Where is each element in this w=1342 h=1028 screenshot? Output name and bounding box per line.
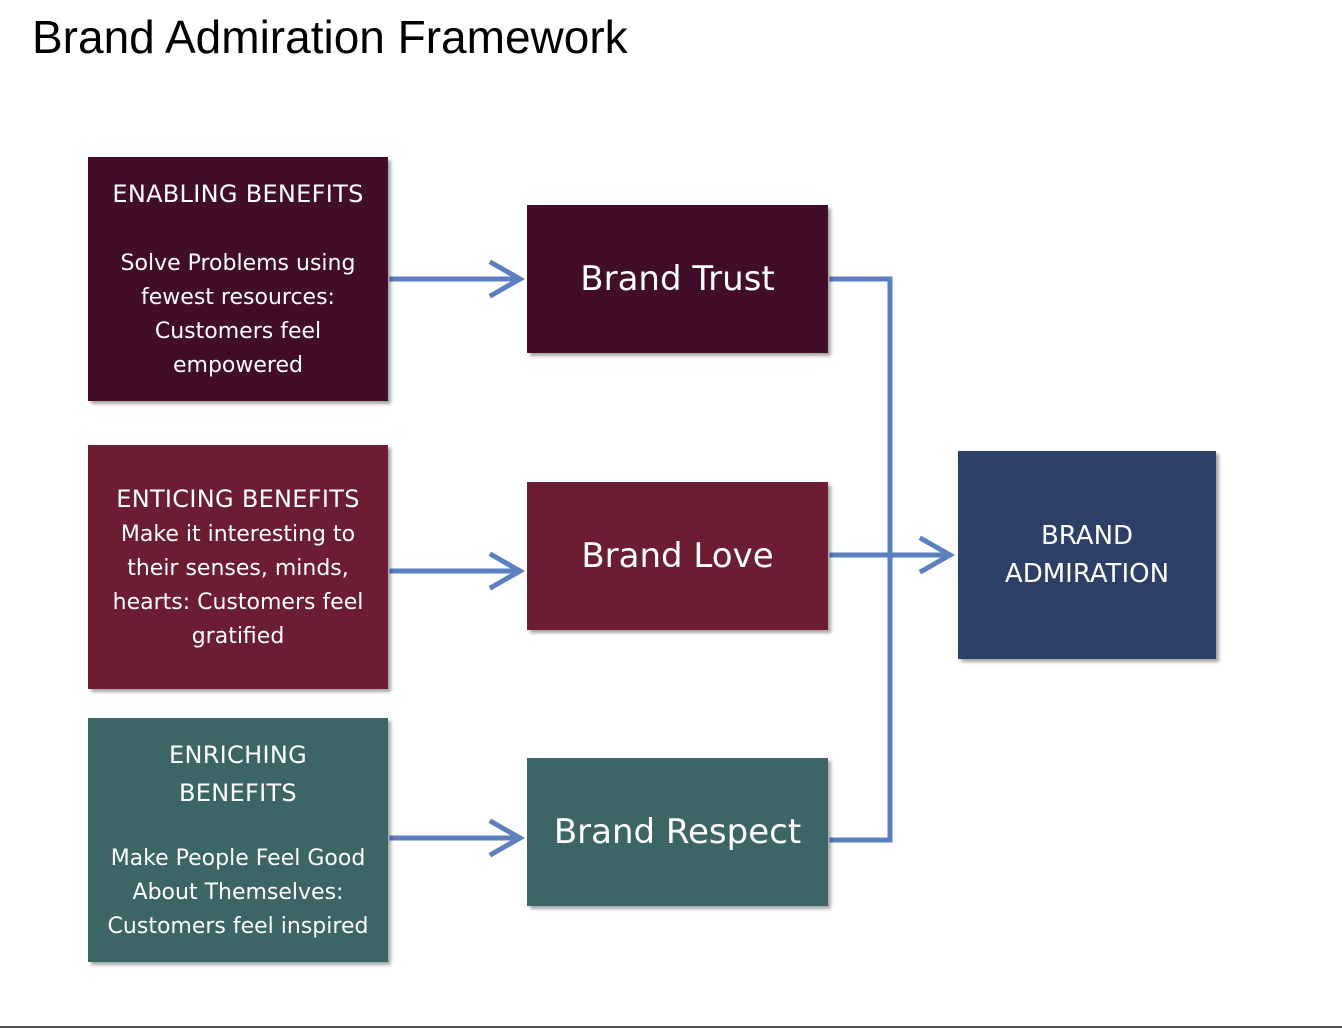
brand-admiration-label: BRAND ADMIRATION bbox=[1004, 521, 1170, 589]
brand-love-label: Brand Love bbox=[581, 536, 774, 576]
page-title: Brand Admiration Framework bbox=[32, 11, 628, 63]
enriching-benefits-description: Make People Feel Good About Themselves: … bbox=[107, 846, 369, 939]
enticing-benefits-description: Make it interesting to their senses, min… bbox=[112, 522, 364, 649]
arrowhead-love bbox=[488, 551, 526, 591]
enticing-benefits-heading: ENTICING BENEFITS bbox=[116, 485, 360, 513]
brand-love-box: Brand Love bbox=[527, 482, 828, 630]
connector-trust bbox=[829, 276, 893, 843]
arrowhead-admiration bbox=[918, 535, 956, 575]
brand-admiration-box: BRAND ADMIRATION bbox=[958, 451, 1216, 659]
arrowhead-respect bbox=[488, 818, 526, 858]
enabling-benefits-description: Solve Problems using fewest resources: C… bbox=[120, 251, 356, 378]
enriching-benefits-box: ENRICHING BENEFITS Make People Feel Good… bbox=[88, 718, 388, 962]
brand-respect-box: Brand Respect bbox=[527, 758, 828, 906]
bottom-divider bbox=[0, 1026, 1342, 1028]
brand-trust-box: Brand Trust bbox=[527, 205, 828, 353]
enabling-benefits-heading: ENABLING BENEFITS bbox=[112, 180, 364, 208]
enticing-benefits-box: ENTICING BENEFITS Make it interesting to… bbox=[88, 445, 388, 689]
brand-trust-label: Brand Trust bbox=[580, 259, 775, 299]
enriching-benefits-heading: ENRICHING BENEFITS bbox=[168, 741, 307, 807]
enabling-benefits-box: ENABLING BENEFITS Solve Problems using f… bbox=[88, 157, 388, 401]
brand-respect-label: Brand Respect bbox=[553, 812, 802, 852]
arrowhead-trust bbox=[488, 259, 526, 299]
